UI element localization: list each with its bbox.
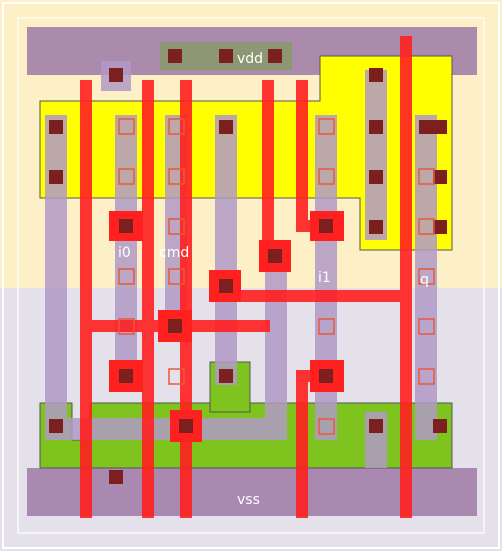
contact-p-3: [219, 120, 233, 134]
via-12: [318, 318, 335, 335]
vdd-label: vdd: [237, 51, 263, 67]
via-15: [418, 218, 435, 235]
via-4: [168, 168, 185, 185]
via-5: [168, 218, 185, 235]
via-7: [168, 368, 185, 385]
vss-label: vss: [237, 492, 260, 508]
via-3: [168, 118, 185, 135]
contact-poly-4: [219, 279, 233, 293]
via-18: [418, 368, 435, 385]
contact-n-1: [219, 369, 233, 383]
contact-p-11: [433, 220, 447, 234]
contact-vdd-4: [109, 68, 123, 82]
metal1-track-5: [215, 115, 237, 385]
via-10: [318, 118, 335, 135]
contact-p-9: [433, 120, 447, 134]
contact-vdd-3: [268, 49, 282, 63]
poly-gate-7: [400, 36, 412, 518]
poly-gate-6: [296, 370, 308, 518]
contact-p-1: [49, 120, 63, 134]
metal1-track-7: [315, 115, 337, 440]
abutment-box: [17, 17, 485, 534]
contact-poly-7: [319, 369, 333, 383]
contacts: [49, 49, 447, 484]
contact-n-2: [49, 419, 63, 433]
via-16: [418, 268, 435, 285]
via-6: [168, 268, 185, 285]
i0-label: i0: [118, 245, 131, 261]
contact-p-6: [369, 170, 383, 184]
contact-p-4: [369, 68, 383, 82]
poly-gate-4: [262, 80, 274, 258]
contact-p-5: [369, 120, 383, 134]
contact-n-3: [369, 419, 383, 433]
via-11: [318, 168, 335, 185]
contact-poly-1: [119, 219, 133, 233]
i1-label: i1: [318, 270, 331, 286]
contact-vdd-1: [168, 49, 182, 63]
via-1: [118, 118, 135, 135]
poly-gate-5: [296, 80, 308, 228]
contact-p-10: [433, 170, 447, 184]
metal1-track-8: [365, 70, 387, 240]
via-13: [318, 418, 335, 435]
contact-vdd-2: [219, 49, 233, 63]
poly-layer: [80, 36, 412, 518]
via-2: [118, 168, 135, 185]
vias: [118, 118, 435, 435]
via-17: [418, 318, 435, 335]
contact-p-8: [419, 120, 433, 134]
metal1-layer: [45, 42, 437, 468]
contact-n-4: [433, 419, 447, 433]
contact-poly-3: [268, 249, 282, 263]
poly-gate-2: [142, 80, 154, 518]
metal1-track-6: [265, 245, 287, 440]
contact-poly-6: [119, 369, 133, 383]
contact-poly-2: [319, 219, 333, 233]
poly-gate-1: [80, 80, 92, 518]
contact-p-2: [49, 170, 63, 184]
metal1-track-9: [415, 115, 437, 440]
poly-link-2: [215, 290, 412, 302]
metal1-track-3: [115, 115, 137, 380]
contact-p-7: [369, 220, 383, 234]
contact-poly-5: [168, 319, 182, 333]
metal1-track-1: [45, 115, 67, 440]
metal1-bottom-bar: [45, 418, 285, 440]
q-label: q: [420, 272, 429, 288]
via-14: [418, 168, 435, 185]
via-8: [118, 268, 135, 285]
contact-poly-8: [179, 419, 193, 433]
cmd-label: cmd: [159, 245, 189, 261]
poly-gate-3: [180, 80, 192, 518]
contact-vss-1: [109, 470, 123, 484]
via-9: [118, 318, 135, 335]
